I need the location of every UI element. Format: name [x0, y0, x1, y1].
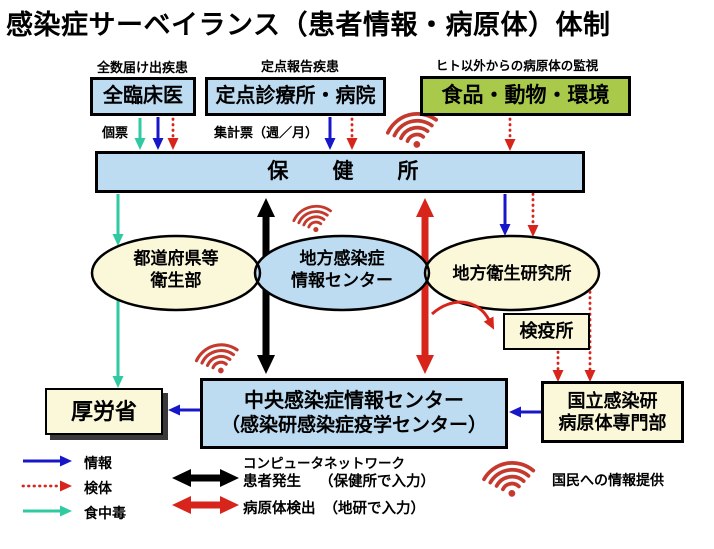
- legend-foodpoison-label: 食中毒: [84, 505, 126, 521]
- caption-sentinel-diseases: 定点報告疾患: [260, 59, 339, 74]
- niid-line2: 病原体専門部: [558, 413, 667, 433]
- local-info-center-line1: 地方感染症: [299, 249, 385, 268]
- legend-public-info-label: 国民への情報提供: [552, 472, 664, 488]
- node-quarantine-station: 検疫所: [503, 313, 590, 350]
- pref-health-dept-line1: 都道府県等: [133, 249, 219, 268]
- wifi-broadcast-icon: [480, 457, 539, 503]
- legend-patient-note: （保健所で入力）: [319, 474, 435, 490]
- node-pref-health-dept-label: 都道府県等 衛生部: [100, 248, 252, 293]
- legend-network-title: コンピュータネットワーク: [243, 456, 405, 471]
- legend-pathogen-row: 病原体検出 （地研で入力）: [243, 497, 425, 518]
- wifi-broadcast-icon: [290, 200, 337, 239]
- legend-pathogen-note: （地研で入力）: [323, 501, 426, 517]
- legend-pathogen-label: 病原体検出: [243, 501, 316, 517]
- caption-notifiable-diseases: 全数届け出疾患: [96, 60, 188, 75]
- legend-patient-row: 患者発生 （保健所で入力）: [243, 470, 435, 491]
- legend-specimen-label: 検体: [84, 480, 112, 496]
- node-all-clinicians: 全臨床医: [90, 77, 196, 116]
- ellipse-local-infection-info-center: [255, 236, 429, 310]
- caption-individual-form: 個票: [101, 125, 128, 140]
- local-info-center-line2: 情報センター: [291, 271, 393, 291]
- node-local-health-institute-label: 地方衛生研究所: [452, 264, 572, 283]
- node-niid-pathogen-dept: 国立感染研 病原体専門部: [541, 381, 684, 443]
- node-sentinel-clinics: 定点診療所・病院: [205, 77, 386, 116]
- central-center-line2: （感染研感染症疫学センター）: [220, 415, 487, 437]
- central-center-line1: 中央感染症情報センター: [244, 390, 464, 413]
- pref-health-dept-line2: 衛生部: [150, 271, 202, 291]
- arrow-pathogen-branch-to-quarantine: [430, 300, 495, 330]
- legend-info-label: 情報: [84, 455, 112, 471]
- node-central-infection-info-center: 中央感染症情報センター （感染研感染症疫学センター）: [200, 378, 508, 449]
- caption-tally-form: 集計票（週／月）: [213, 125, 318, 140]
- legend-patient-label: 患者発生: [243, 474, 301, 490]
- caption-nonhuman-pathogen-monitoring: ヒト以外からの病原体の監視: [435, 59, 599, 73]
- wifi-broadcast-icon: [192, 338, 244, 381]
- niid-line1: 国立感染研: [567, 390, 658, 411]
- node-health-center: 保健所: [95, 151, 585, 193]
- page-title: 感染症サーベイランス（患者情報・病原体）体制: [6, 10, 611, 40]
- node-local-infection-info-center-label: 地方感染症 情報センター: [262, 248, 422, 293]
- node-food-animal-environment: 食品・動物・環境: [420, 76, 631, 116]
- node-mhlw: 厚労省: [45, 388, 163, 435]
- ellipse-local-health-institute: [425, 236, 599, 310]
- ellipse-pref-health-dept: [92, 236, 260, 310]
